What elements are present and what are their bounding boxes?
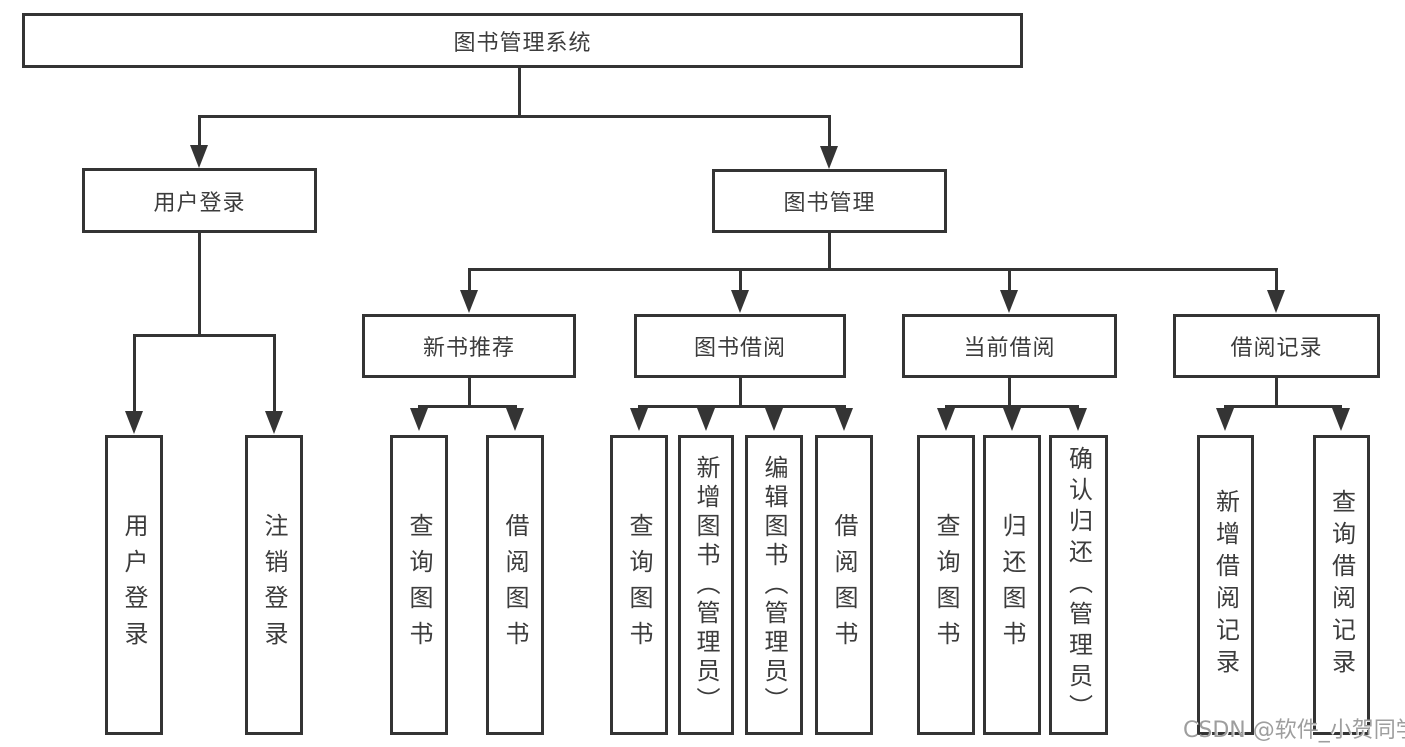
connector-current-borrowing-stem [1008, 378, 1011, 407]
leaf-label: 注销登录 [260, 513, 288, 657]
node-current-borrowing: 当前借阅 [902, 314, 1117, 378]
connector-new-book-stem [468, 378, 471, 407]
arrowhead-current-borrowing [1000, 290, 1018, 313]
arrowhead-leaf-query-borrow-record [1332, 408, 1350, 431]
connector-book-management-bar [468, 268, 1278, 271]
leaf-query-books-borrowing: 查询图书 [610, 435, 668, 735]
leaf-edit-book-admin: 编辑图书（管理员） [745, 435, 803, 735]
arrowhead-leaf-query-books-current [937, 408, 955, 431]
arrowhead-leaf-logout [265, 411, 283, 434]
csdn-watermark: CSDN @软件_小贺同学 [1183, 718, 1405, 743]
connector-drop-leaf-user-login [133, 334, 136, 411]
arrowhead-leaf-edit-book [765, 408, 783, 431]
arrowhead-leaf-add-borrow-record [1216, 408, 1234, 431]
leaf-confirm-return-admin: 确认归还（管理员） [1049, 435, 1108, 735]
connector-drop-leaf-logout [273, 334, 276, 411]
leaf-query-books-current: 查询图书 [917, 435, 975, 735]
arrowhead-book-borrowing [731, 290, 749, 313]
arrowhead-leaf-user-login [125, 411, 143, 434]
arrowhead-book-management [820, 146, 838, 169]
node-new-book-recommend: 新书推荐 [362, 314, 576, 378]
connector-user-login-bar [133, 334, 276, 337]
leaf-label: 编辑图书（管理员） [760, 454, 788, 716]
node-label: 用户登录 [153, 190, 246, 216]
arrowhead-borrowing-records [1267, 290, 1285, 313]
arrowhead-leaf-query-books-borrowing [630, 408, 648, 431]
leaf-logout: 注销登录 [245, 435, 303, 735]
leaf-label: 查询图书 [625, 513, 653, 657]
connector-drop-book-management [828, 115, 831, 146]
connector-drop-current-borrowing [1008, 268, 1011, 292]
node-label: 新书推荐 [422, 336, 515, 361]
leaf-borrow-books-recommend: 借阅图书 [486, 435, 544, 735]
connector-root-bar [198, 115, 831, 118]
leaf-label: 用户登录 [120, 513, 148, 657]
connector-drop-new-book [468, 268, 471, 292]
arrowhead-new-book [460, 290, 478, 313]
leaf-return-books: 归还图书 [983, 435, 1041, 735]
node-label: 图书借阅 [693, 336, 786, 361]
leaf-borrow-books: 借阅图书 [815, 435, 873, 735]
leaf-label: 新增借阅记录 [1211, 489, 1240, 681]
connector-borrowing-records-stem [1275, 378, 1278, 407]
node-book-borrowing: 图书借阅 [634, 314, 846, 378]
node-user-login: 用户登录 [82, 168, 317, 233]
connector-book-borrowing-bar [638, 405, 846, 408]
node-label: 图书管理系统 [453, 30, 592, 56]
arrowhead-leaf-return-books [1003, 408, 1021, 431]
connector-current-borrowing-bar [945, 405, 1079, 408]
connector-user-login-stem [198, 233, 201, 336]
connector-drop-book-borrowing [739, 268, 742, 292]
leaf-label: 新增图书（管理员） [692, 454, 720, 716]
connector-book-management-stem [828, 233, 831, 270]
node-borrowing-records: 借阅记录 [1173, 314, 1380, 378]
leaf-user-login: 用户登录 [105, 435, 163, 735]
node-library-system-root: 图书管理系统 [22, 13, 1023, 68]
connector-borrowing-records-bar [1224, 405, 1342, 408]
node-label: 当前借阅 [963, 336, 1056, 361]
node-book-management: 图书管理 [712, 169, 947, 233]
arrowhead-user-login [190, 145, 208, 168]
node-label: 图书管理 [783, 191, 876, 216]
arrowhead-leaf-query-books-recommend [410, 408, 428, 431]
leaf-add-book-admin: 新增图书（管理员） [678, 435, 734, 735]
leaf-add-borrow-record: 新增借阅记录 [1197, 435, 1254, 735]
connector-root-stem [518, 68, 521, 117]
connector-new-book-bar [418, 405, 517, 408]
leaf-label: 查询图书 [932, 513, 960, 657]
leaf-query-books-recommend: 查询图书 [390, 435, 448, 735]
node-label: 借阅记录 [1230, 336, 1323, 361]
arrowhead-leaf-borrow-books-recommend [506, 408, 524, 431]
leaf-query-borrow-record: 查询借阅记录 [1313, 435, 1370, 735]
connector-drop-user-login [198, 115, 201, 146]
arrowhead-leaf-confirm-return [1069, 408, 1087, 431]
leaf-label: 借阅图书 [501, 513, 529, 657]
leaf-label: 确认归还（管理员） [1064, 445, 1093, 725]
connector-drop-borrowing-records [1275, 268, 1278, 292]
leaf-label: 查询借阅记录 [1327, 489, 1356, 681]
leaf-label: 查询图书 [405, 513, 433, 657]
connector-book-borrowing-stem [739, 378, 742, 407]
leaf-label: 借阅图书 [830, 513, 858, 657]
arrowhead-leaf-add-book [697, 408, 715, 431]
leaf-label: 归还图书 [998, 513, 1026, 657]
arrowhead-leaf-borrow-books [835, 408, 853, 431]
